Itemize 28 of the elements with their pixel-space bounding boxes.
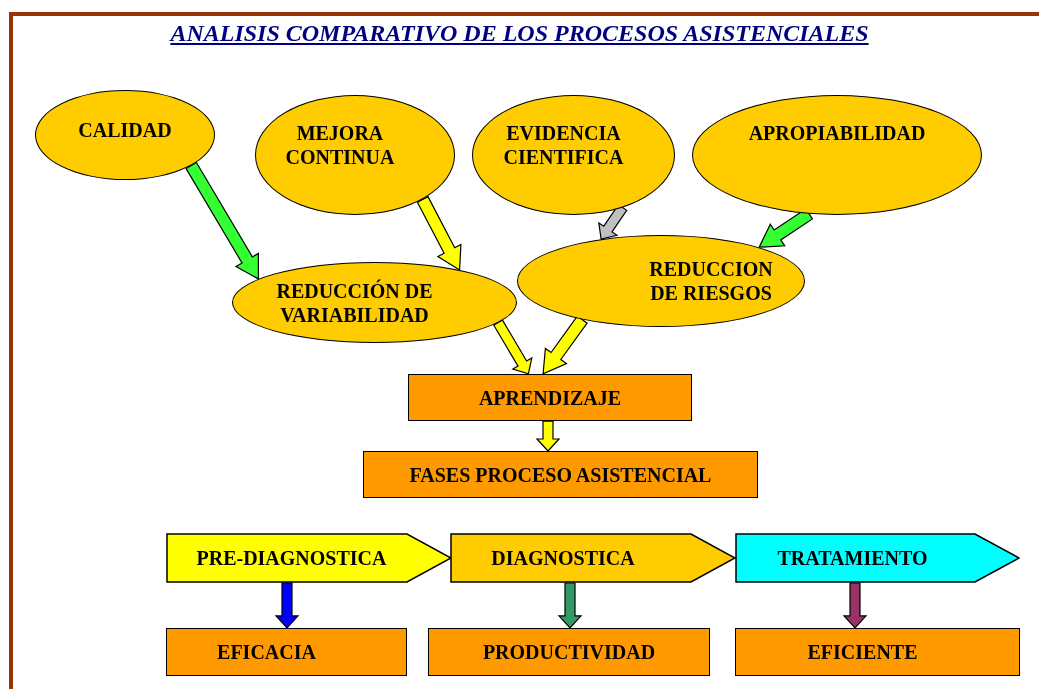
node-label: MEJORA CONTINUA (284, 121, 396, 169)
node-label: EFICIENTE (807, 640, 918, 664)
node-label: APRENDIZAJE (478, 385, 622, 410)
process-box (363, 451, 758, 498)
node-label: PRODUCTIVIDAD (482, 640, 656, 664)
node-label: FASES PROCESO ASISTENCIAL (409, 462, 712, 487)
block-arrow (416, 195, 462, 272)
process-box (408, 374, 692, 421)
node-label: APROPIABILIDAD (748, 120, 926, 145)
block-arrow (492, 319, 533, 375)
block-arrow (557, 582, 583, 629)
block-arrow (185, 161, 259, 280)
node-label: PRE-DIAGNOSTICA (196, 546, 387, 570)
node-label: TRATAMIENTO (777, 546, 928, 570)
process-box (166, 628, 407, 676)
process-box (428, 628, 710, 676)
node-label: REDUCCION DE RIESGOS (648, 257, 774, 305)
node-label: EVIDENCIA CIENTIFICA (502, 121, 625, 169)
block-arrow (542, 315, 588, 375)
node-label: EFICACIA (217, 640, 316, 664)
node-label: REDUCCIÓN DE VARIABILIDAD (275, 278, 434, 327)
node-label: CALIDAD (78, 118, 172, 142)
block-arrow (535, 420, 561, 452)
block-arrow (274, 582, 300, 629)
diagram-title: ANALISIS COMPARATIVO DE LOS PROCESOS ASISTENCIALES (170, 20, 869, 46)
process-box (735, 628, 1020, 676)
block-arrow (842, 582, 868, 629)
node-label: DIAGNOSTICA (491, 546, 635, 570)
